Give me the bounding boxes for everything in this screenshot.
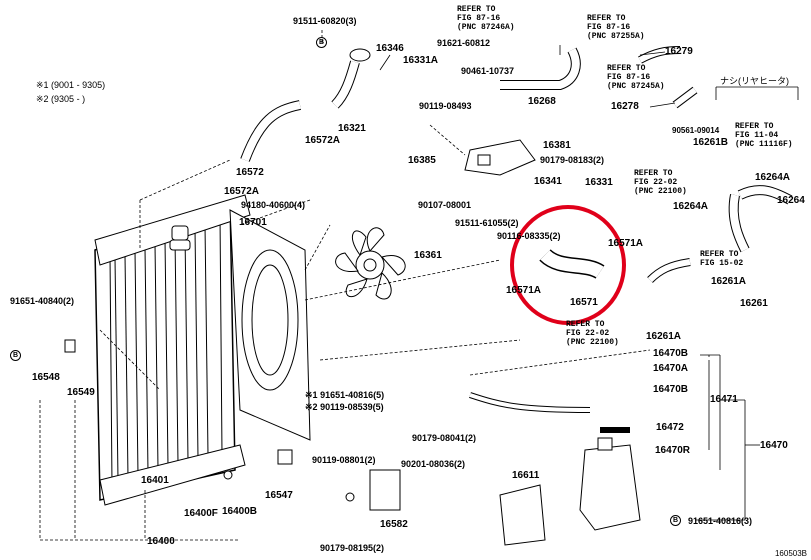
- part-label: 16470R: [655, 445, 691, 456]
- part-label: 16361: [414, 250, 442, 261]
- part-label: 16571A: [608, 238, 644, 249]
- part-label: 16701: [239, 217, 267, 228]
- part-label: 16261: [740, 298, 768, 309]
- note-range-2: ※2 (9305 - ): [36, 94, 86, 104]
- part-label: 16268: [528, 96, 556, 107]
- radiator: [94, 194, 251, 506]
- part-label: 90461-10737: [461, 66, 515, 76]
- part-label: 90107-08001: [418, 200, 472, 210]
- part-label: 16346: [376, 43, 404, 54]
- part-label: 16279: [665, 46, 693, 57]
- part-label: 16400F: [184, 508, 218, 519]
- part-label: 16571A: [506, 285, 542, 296]
- part-label: 16261A: [646, 331, 682, 342]
- part-label: 16278: [611, 101, 639, 112]
- part-label: 16331: [585, 177, 613, 188]
- part-label: 16470B: [653, 384, 689, 395]
- fan-shroud: [229, 209, 311, 441]
- part-label: 16400B: [222, 506, 258, 517]
- part-label: 16549: [67, 387, 95, 398]
- part-label: 16385: [408, 155, 436, 166]
- part-label: 16321: [338, 123, 366, 134]
- part-label: 91511-60820(3): [293, 16, 357, 26]
- part-label: 16401: [141, 475, 169, 486]
- part-label: 16264: [777, 195, 805, 206]
- part-label: 16331A: [403, 55, 439, 66]
- part-label: 90179-08183(2): [540, 155, 605, 165]
- part-label: 16470A: [653, 363, 689, 374]
- part-label: 16470: [760, 440, 788, 451]
- part-label: 16381: [543, 140, 571, 151]
- cooling-fan: [335, 227, 406, 300]
- reservoir-tank: [499, 437, 641, 546]
- part-label: 90561-09014: [672, 126, 720, 135]
- drawing-code: 160503B: [774, 549, 807, 558]
- note-range-1: ※1 (9001 - 9305): [36, 80, 106, 90]
- part-label: 16547: [265, 490, 293, 501]
- part-label: 16264A: [755, 172, 791, 183]
- part-label: 90201-08036(2): [401, 459, 466, 469]
- bolt-badge: B: [10, 350, 23, 362]
- part-label: 16548: [32, 372, 60, 383]
- rear-heater-note: ナシ(リヤヒータ): [720, 76, 789, 86]
- part-label: 16572A: [224, 186, 260, 197]
- highlight-circle: [510, 205, 626, 325]
- part-label: 16471: [710, 394, 738, 405]
- part-label: 91651-40816(3): [688, 516, 753, 526]
- part-label: 16472: [656, 422, 684, 433]
- part-label: 16400: [147, 536, 175, 547]
- part-label: 16341: [534, 176, 562, 187]
- part-label: 16611: [512, 470, 540, 481]
- part-label: 16571: [570, 297, 598, 308]
- part-label: 90179-08041(2): [412, 433, 477, 443]
- part-label: 16261A: [711, 276, 747, 287]
- bolt-badge: B: [316, 37, 329, 49]
- water-outlet: [464, 139, 536, 176]
- part-label: 94180-40600(4): [241, 200, 306, 210]
- part-label: 90119-08801(2): [312, 455, 376, 465]
- part-label: 91621-60812: [437, 38, 491, 48]
- part-label: ※1 91651-40816(5): [305, 390, 385, 400]
- part-label: 16582: [380, 519, 408, 530]
- part-label: 16470B: [653, 348, 689, 359]
- part-label: 90179-08195(2): [320, 543, 385, 553]
- part-label: 16264A: [673, 201, 709, 212]
- part-label: ※2 90119-08539(5): [305, 402, 384, 412]
- part-label: 91651-40840(2): [10, 296, 75, 306]
- part-label: 16572A: [305, 135, 341, 146]
- part-label: 16261B: [693, 137, 729, 148]
- part-label: 16572: [236, 167, 264, 178]
- part-label: 90116-08335(2): [497, 231, 561, 241]
- bolt-badge: B: [670, 515, 683, 527]
- part-label: 90119-08493: [419, 101, 472, 111]
- part-label: 91511-61055(2): [455, 218, 519, 228]
